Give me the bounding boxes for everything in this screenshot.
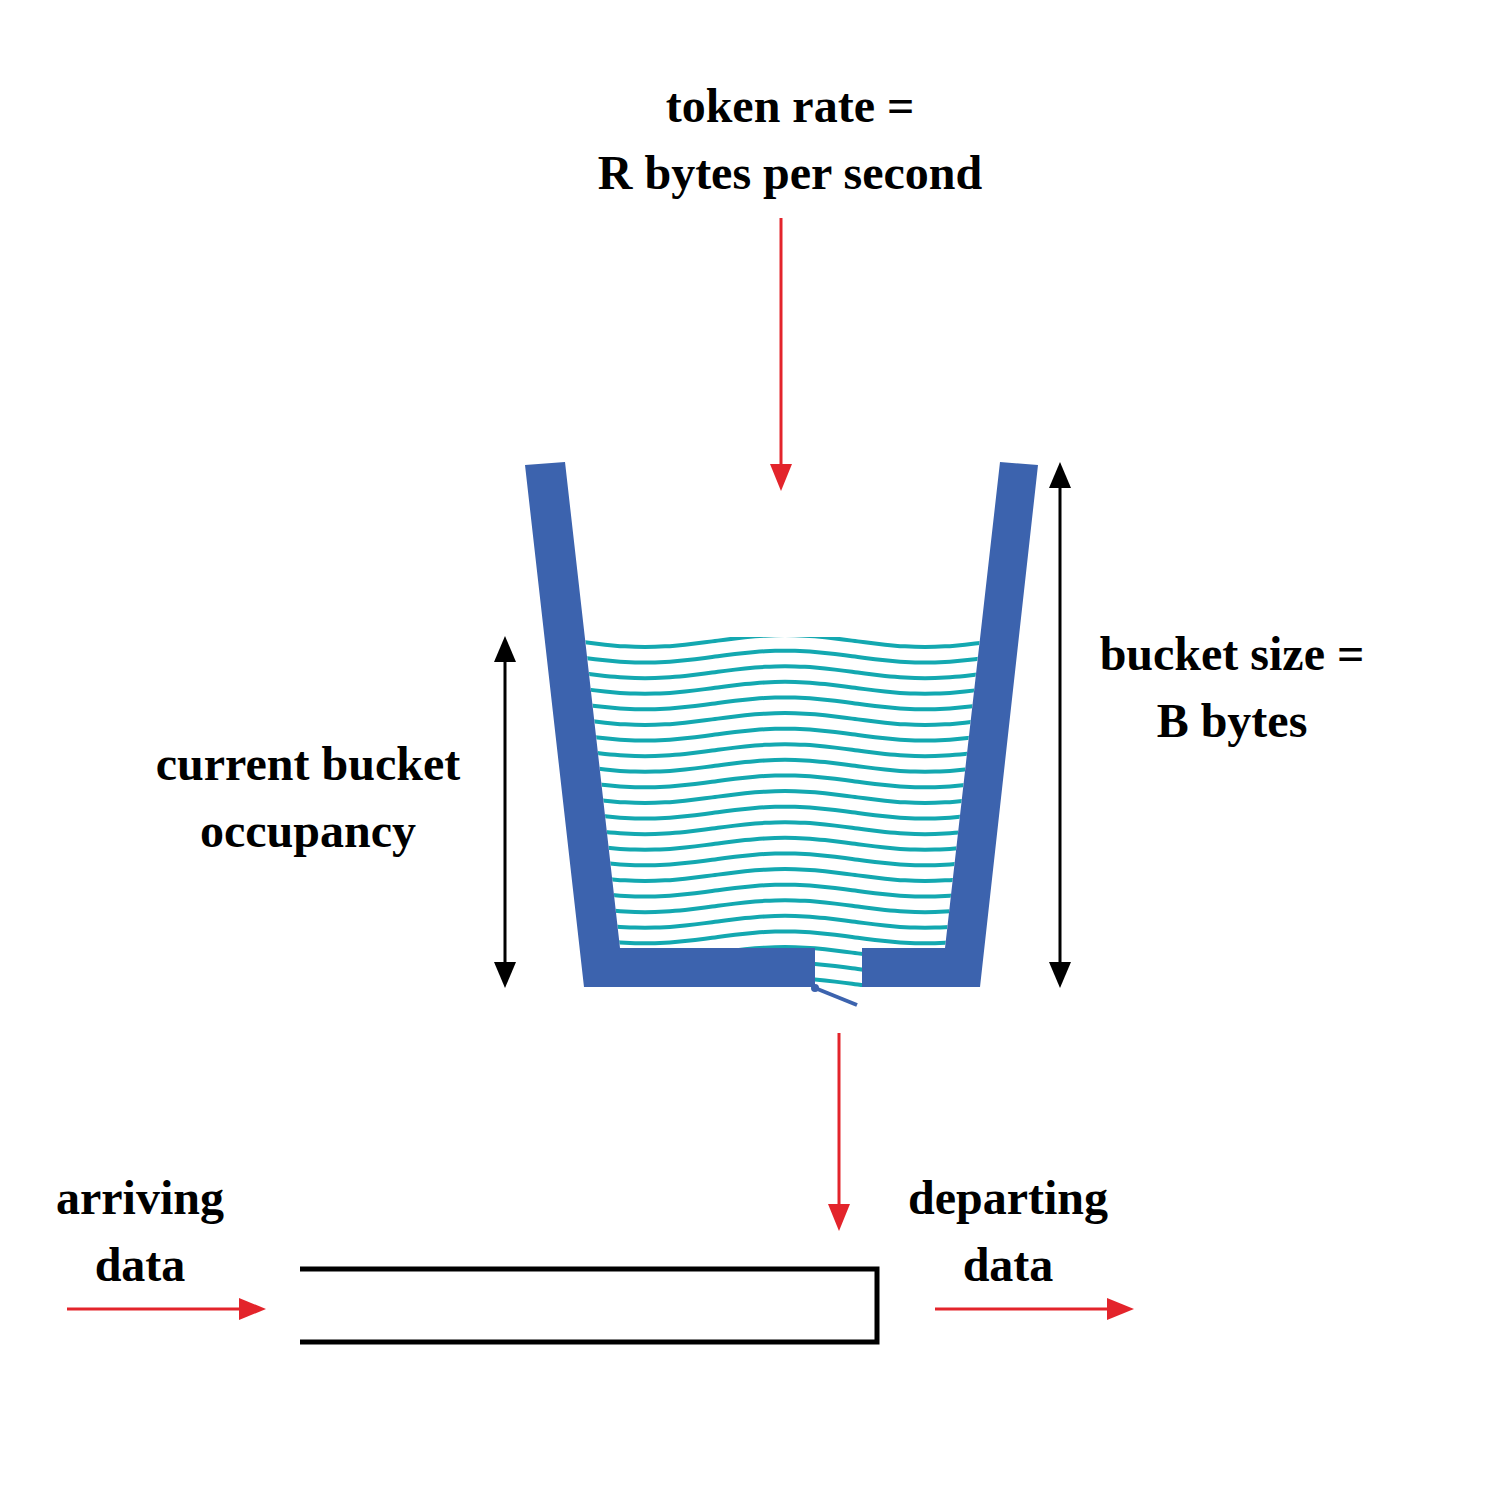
water-wave xyxy=(575,666,985,678)
arriving-arrow xyxy=(67,1308,245,1311)
departing-arrow xyxy=(935,1308,1113,1311)
arriving-label: arriving data xyxy=(56,1164,224,1298)
occupancy-label: current bucket occupancy xyxy=(156,730,460,864)
bucket-size-label: bucket size = B bytes xyxy=(1100,620,1365,754)
arrow-head xyxy=(1107,1298,1134,1320)
token-out-arrow xyxy=(838,1033,841,1210)
arrow-head xyxy=(770,464,792,491)
water-wave xyxy=(575,900,985,912)
water-wave xyxy=(575,635,985,647)
water-wave xyxy=(575,838,985,850)
bucket-wall xyxy=(862,462,1038,987)
arrow-head xyxy=(1049,462,1071,488)
water-wave xyxy=(575,791,985,803)
water-wave xyxy=(575,822,985,834)
token-arrow xyxy=(780,218,783,470)
water-wave xyxy=(575,916,985,928)
water-wave xyxy=(575,931,985,943)
water-wave xyxy=(575,682,985,694)
water-wave xyxy=(575,760,985,772)
water-wave xyxy=(575,697,985,709)
bucket-size-dimension xyxy=(1059,480,1062,969)
token-rate-label: token rate = R bytes per second xyxy=(598,72,982,206)
valve-pivot xyxy=(811,984,819,992)
water-wave xyxy=(575,869,985,881)
water-wave xyxy=(575,853,985,865)
packet-queue xyxy=(300,1269,877,1342)
occupancy-dimension xyxy=(504,655,507,969)
water-wave xyxy=(575,744,985,756)
arrow-head xyxy=(828,1204,850,1231)
token-water xyxy=(575,635,985,990)
water-wave xyxy=(575,885,985,897)
departing-label: departing data xyxy=(908,1164,1108,1298)
water-wave xyxy=(575,729,985,741)
water-wave xyxy=(575,775,985,787)
arrow-head xyxy=(494,962,516,988)
arrow-head xyxy=(239,1298,266,1320)
valve xyxy=(815,988,857,1005)
bucket-wall xyxy=(525,462,815,987)
water-wave xyxy=(575,807,985,819)
water-wave xyxy=(575,713,985,725)
water-wave xyxy=(575,651,985,663)
arrow-head xyxy=(1049,962,1071,988)
arrow-head xyxy=(494,636,516,662)
